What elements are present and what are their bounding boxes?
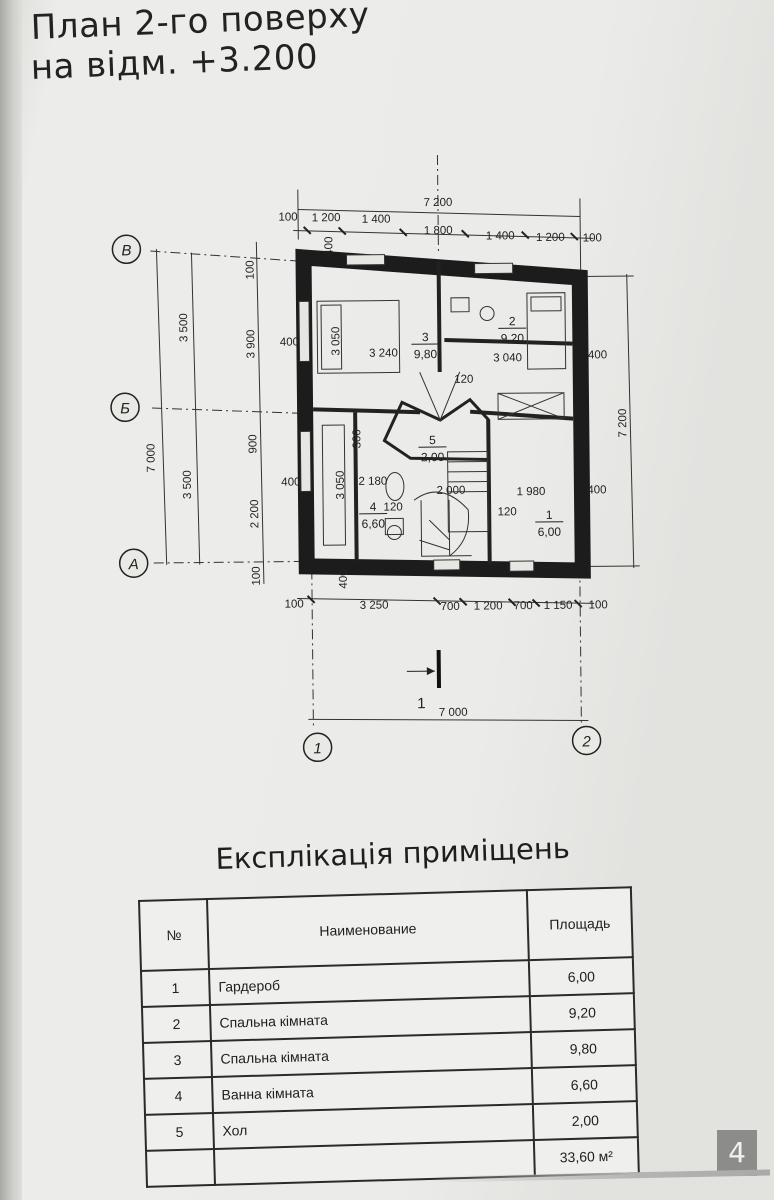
dims-right: 7 200 400 400 <box>587 349 629 496</box>
header-no: № <box>139 899 209 971</box>
row-area: 9,20 <box>529 993 635 1033</box>
dim-bot-2: 3 250 <box>360 600 389 612</box>
dim-left-axis-1: 3 500 <box>178 313 190 342</box>
dim-bot-1: 100 <box>284 598 303 610</box>
furniture <box>316 292 567 557</box>
dim-top-overall: 7 200 <box>423 197 452 209</box>
axis-lines <box>150 155 582 727</box>
dim-bot-3: 700 <box>441 601 460 613</box>
dim-inner-w400-bot: 400 <box>338 569 350 588</box>
svg-text:6,00: 6,00 <box>538 525 562 539</box>
dim-bot-4: 1 200 <box>474 600 503 612</box>
dim-left-open-4: 2 200 <box>249 499 261 528</box>
dim-bot-5: 700 <box>514 600 533 612</box>
dim-inner-w400-top: 400 <box>323 236 335 255</box>
dim-right-overall: 7 200 <box>617 409 629 438</box>
axis-label-1: 1 <box>313 740 322 757</box>
total-no-cell <box>146 1148 215 1187</box>
room-2-label: 2 9,20 <box>498 314 527 345</box>
dim-left-open-3: 900 <box>247 434 259 453</box>
dim-bot-6: 1 150 <box>544 600 573 612</box>
dim-top-4: 1 800 <box>424 225 453 237</box>
dim-left-outer: 7 000 <box>145 444 157 473</box>
header-name: Наименование <box>207 890 529 970</box>
dim-top-5: 1 400 <box>486 230 515 242</box>
room-3-label: 3 9,80 <box>411 330 440 361</box>
dim-left-wall-2: 400 <box>281 476 300 488</box>
dim-bot-7: 100 <box>589 599 608 611</box>
row-no: 1 <box>140 969 210 1007</box>
dim-left-open-5: 100 <box>251 566 263 585</box>
dim-top-2: 1 200 <box>312 212 341 224</box>
room-4-label: 4 6,60 <box>359 500 388 531</box>
dim-inner-r3-h: 3 050 <box>330 327 342 356</box>
svg-text:9,20: 9,20 <box>501 331 525 345</box>
building-walls <box>295 248 591 579</box>
dim-inner-t120-b: 120 <box>383 501 402 513</box>
section-marker: 1 <box>406 650 442 712</box>
total-area: 33,60 м² <box>533 1137 639 1177</box>
svg-text:3: 3 <box>422 330 429 344</box>
dim-right-wall-2: 400 <box>587 484 606 496</box>
row-no: 3 <box>142 1041 212 1079</box>
room-labels: 1 6,00 2 9,20 3 9,80 4 6,60 5 2,00 <box>359 314 564 539</box>
dim-inner-hall-w: 2 000 <box>436 485 465 497</box>
dim-bot-axis-span: 7 000 <box>439 707 468 719</box>
dim-inner-r4-w: 2 180 <box>358 476 387 488</box>
explication-table: № Наименование Площадь 1 Гардероб 6,00 2… <box>138 886 640 1188</box>
page-number-badge: 4 <box>717 1130 757 1176</box>
row-area: 6,60 <box>531 1065 637 1105</box>
svg-text:2,00: 2,00 <box>421 450 445 464</box>
axis-markers: В Б А 1 2 <box>110 234 602 763</box>
dim-left-open-2: 3 900 <box>245 330 257 359</box>
dim-inner-r4-h: 3 050 <box>335 471 347 500</box>
axis-label-a: А <box>128 556 139 573</box>
dims-bottom: 100 3 250 700 1 200 700 1 150 100 7 000 <box>284 598 608 719</box>
dims-inner: 400 400 3 050 3 240 3 040 120 300 2 180 … <box>323 236 546 588</box>
room-5-label: 5 2,00 <box>418 433 447 464</box>
dim-left-axis-2: 3 500 <box>182 470 194 499</box>
axis-marker-col: 1 2 <box>302 725 602 763</box>
dim-right-wall-1: 400 <box>588 349 607 361</box>
header-area: Площадь <box>526 887 633 961</box>
binding-shadow <box>0 0 22 1200</box>
dim-inner-r2-w: 3 040 <box>493 352 522 364</box>
explication-table-wrap: № Наименование Площадь 1 Гардероб 6,00 2… <box>138 886 640 1188</box>
svg-text:2: 2 <box>509 314 516 328</box>
floor-plan-drawing: В Б А 1 2 1 7 200 100 1 200 1 400 1 800 … <box>110 155 640 763</box>
dimension-lines <box>155 189 640 721</box>
dim-inner-t300: 300 <box>351 429 363 448</box>
dimension-ticks <box>302 226 583 608</box>
dims-top: 7 200 100 1 200 1 400 1 800 1 400 1 200 … <box>278 197 602 245</box>
dim-inner-t120-c: 120 <box>498 506 517 518</box>
dim-top-3: 1 400 <box>362 214 391 226</box>
room-1-label: 1 6,00 <box>535 508 564 539</box>
svg-text:9,80: 9,80 <box>414 347 438 361</box>
row-no: 4 <box>143 1077 213 1115</box>
section-label: 1 <box>417 695 426 712</box>
dim-top-7: 100 <box>583 232 602 244</box>
axis-label-2: 2 <box>581 733 591 750</box>
dim-inner-r1-w: 1 980 <box>517 486 546 498</box>
dims-left: 7 000 3 500 3 500 100 3 900 900 2 200 10… <box>145 260 300 585</box>
row-area: 2,00 <box>532 1101 638 1141</box>
dim-left-open-1: 100 <box>245 260 257 279</box>
dim-left-wall-1: 400 <box>280 336 299 348</box>
dim-inner-r3-w: 3 240 <box>369 347 398 359</box>
row-area: 9,80 <box>530 1029 636 1069</box>
axis-label-b: Б <box>120 400 130 417</box>
row-no: 5 <box>145 1112 214 1151</box>
row-area: 6,00 <box>528 957 634 997</box>
svg-text:4: 4 <box>370 500 377 514</box>
axis-marker-row: В Б А <box>110 234 149 578</box>
svg-text:1: 1 <box>546 508 553 522</box>
dim-top-1: 100 <box>278 211 297 223</box>
svg-text:6,60: 6,60 <box>362 517 386 531</box>
dim-top-6: 1 200 <box>536 232 565 244</box>
dim-inner-t120-a: 120 <box>454 374 473 386</box>
axis-label-v: В <box>121 242 131 259</box>
row-no: 2 <box>141 1005 211 1043</box>
svg-text:5: 5 <box>429 433 436 447</box>
